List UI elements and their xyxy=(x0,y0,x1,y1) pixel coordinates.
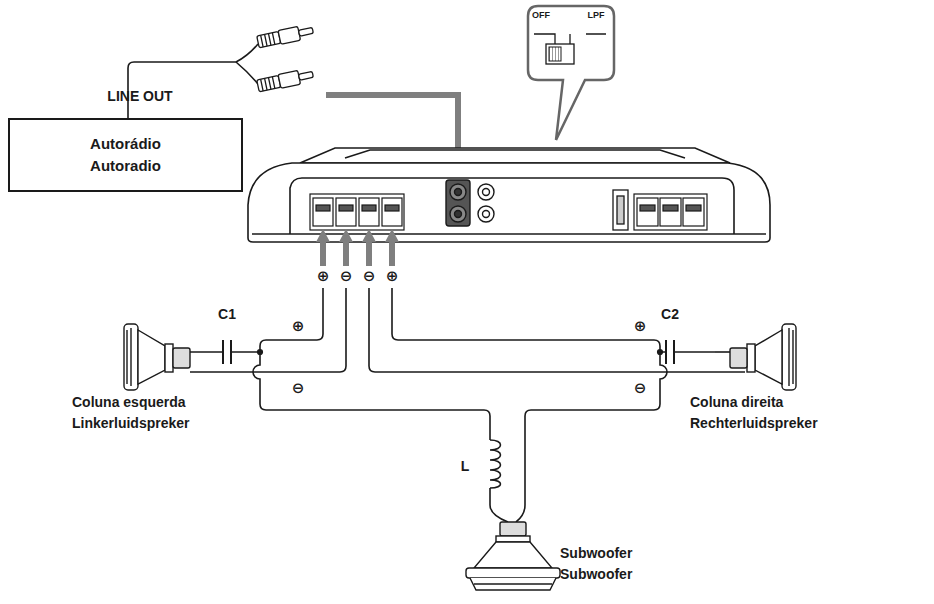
switch-position: OFF xyxy=(532,10,550,20)
speaker-label: Coluna direita xyxy=(690,394,783,410)
rca-plug xyxy=(257,24,315,93)
node-text: Autorádio xyxy=(90,133,161,155)
polarity-mark: ⊖ xyxy=(634,379,647,396)
component-label: C1 xyxy=(218,306,236,322)
component-label: C2 xyxy=(661,306,679,322)
switch-position: LPF xyxy=(588,10,605,20)
speaker-right xyxy=(730,324,796,390)
polarity-mark: ⊖ xyxy=(340,267,353,284)
component-label: L xyxy=(461,458,470,474)
rca-cable xyxy=(128,44,258,118)
polarity-mark: ⊕ xyxy=(292,317,305,334)
speaker-label: Rechterluidspreker xyxy=(690,415,818,431)
switch-callout xyxy=(528,6,614,140)
capacitor-symbol xyxy=(223,340,674,364)
head-unit-box: AutorádioAutoradio xyxy=(8,118,243,192)
polarity-mark: ⊖ xyxy=(363,267,376,284)
port-label: LINE OUT xyxy=(107,88,172,104)
polarity-mark: ⊕ xyxy=(317,267,330,284)
amplifier-body xyxy=(248,148,770,242)
node-text: Autoradio xyxy=(90,155,161,177)
polarity-mark: ⊕ xyxy=(386,267,399,284)
power-terminal-block xyxy=(634,194,707,230)
speaker-left xyxy=(124,324,190,390)
subwoofer-speaker xyxy=(466,522,560,590)
terminal-block xyxy=(310,194,404,230)
polarity-mark: ⊕ xyxy=(634,317,647,334)
speaker-label: Linkerluidspreker xyxy=(72,415,190,431)
polarity-mark: ⊖ xyxy=(292,379,305,396)
speaker-label: Coluna esquerda xyxy=(72,394,186,410)
speaker-label: Subwoofer xyxy=(560,566,632,582)
fuse xyxy=(613,190,628,230)
terminal-arrows xyxy=(316,229,399,266)
rca-jacks xyxy=(446,180,494,226)
speaker-wire xyxy=(190,288,745,522)
speaker-label: Subwoofer xyxy=(560,545,632,561)
